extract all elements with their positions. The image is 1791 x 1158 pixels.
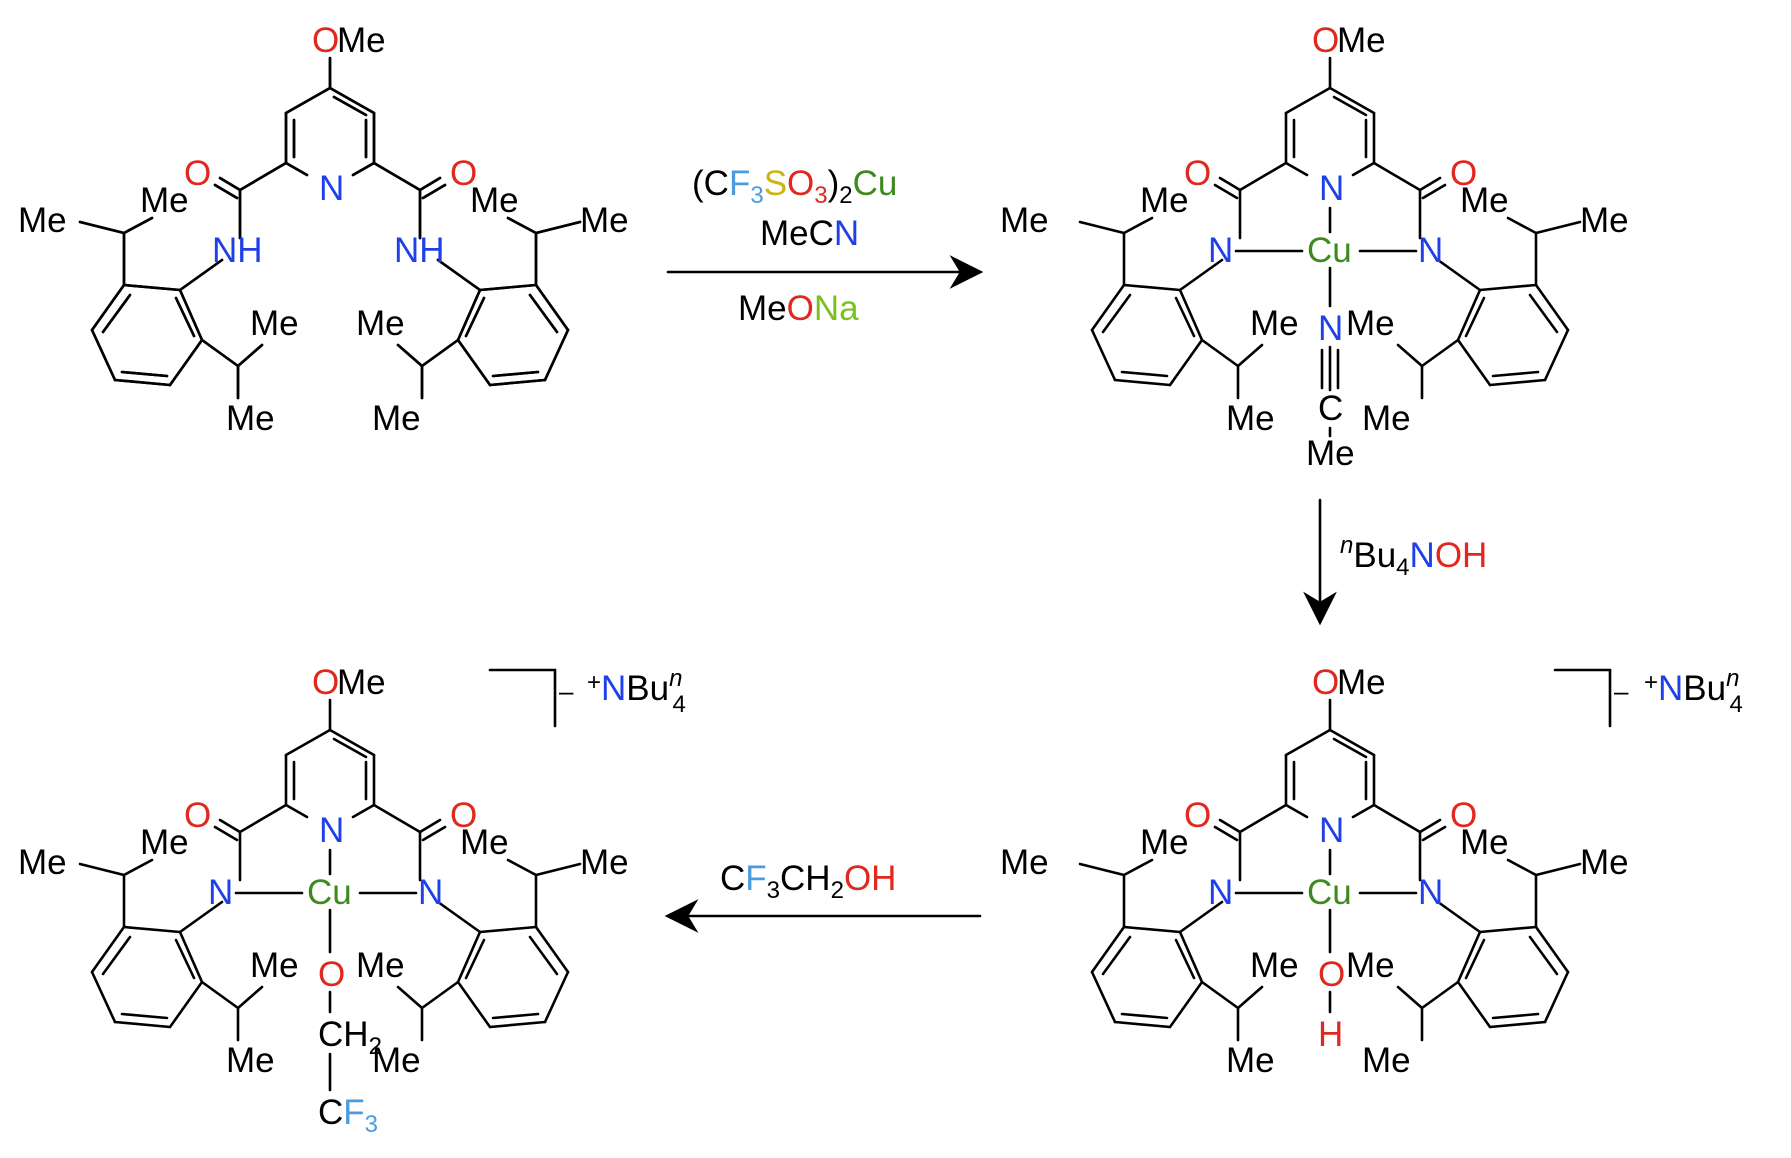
atom-O-carbonyl-left: O — [1184, 796, 1211, 835]
methyl-label: Me — [1337, 21, 1386, 60]
atom-O-carbonyl-left: O — [184, 796, 211, 835]
reagent-acetonitrile: MeCN — [760, 214, 859, 253]
methyl-label: Me — [1250, 304, 1299, 343]
copper-center: Cu — [307, 873, 352, 912]
atom-O: O — [1312, 21, 1339, 60]
methyl-label: Me — [250, 946, 299, 985]
methyl-label: Me — [140, 181, 189, 220]
trifluoromethyl-label: CF3 — [318, 1093, 378, 1138]
methyl-label: Me — [1140, 181, 1189, 220]
methyl-label: Me — [18, 201, 67, 240]
atom-C-nitrile: C — [1318, 389, 1343, 428]
methyl-label: Me — [1460, 823, 1509, 862]
cu-hydroxide-complex: O Me N O O N N Cu O H Me Me Me Me Me Me … — [1000, 663, 1743, 1080]
methyl-label: Me — [1250, 946, 1299, 985]
methyl-label: Me — [580, 201, 629, 240]
atom-O-hydroxide: O — [1318, 955, 1345, 994]
copper-center: Cu — [1307, 231, 1352, 270]
methyl-label: Me — [1580, 201, 1629, 240]
atom-H-hydroxide: H — [1318, 1015, 1343, 1054]
methyl-label: Me — [1226, 399, 1275, 438]
atom-O-carbonyl-right: O — [1450, 796, 1477, 835]
atom-O-carbonyl-left: O — [184, 154, 211, 193]
ligand-molecule: O Me N O O NH NH Me Me Me Me Me Me Me Me — [18, 21, 629, 438]
methyl-label: Me — [1346, 304, 1395, 343]
methyl-label: Me — [1000, 843, 1049, 882]
methyl-label: Me — [1000, 201, 1049, 240]
atom-N-pyridine: N — [1319, 811, 1344, 850]
atom-N-pyridine: N — [319, 169, 344, 208]
amide-N-right: N — [1418, 873, 1443, 912]
amide-N-left: N — [208, 873, 233, 912]
methyl-label: Me — [226, 399, 275, 438]
atom-N-pyridine: N — [1319, 169, 1344, 208]
atom-N-pyridine: N — [319, 811, 344, 850]
methyl-label: Me — [356, 946, 405, 985]
anion-bracket — [488, 668, 557, 728]
methyl-label: Me — [1140, 823, 1189, 862]
amide-NH-right: NH — [394, 231, 445, 270]
methyl-label: Me — [1580, 843, 1629, 882]
anion-bracket — [1553, 668, 1612, 728]
charge-sign: – — [1614, 676, 1629, 706]
copper-center: Cu — [1307, 873, 1352, 912]
methyl-label: Me — [1306, 434, 1355, 473]
methyl-label: Me — [580, 843, 629, 882]
methyl-label: Me — [337, 21, 386, 60]
reagent-tbaoh: nBu4NOH — [1340, 532, 1487, 581]
methyl-label: Me — [1460, 181, 1509, 220]
methyl-label: Me — [337, 663, 386, 702]
methyl-label: Me — [372, 399, 421, 438]
charge-sign: – — [559, 676, 574, 706]
amide-N-left: N — [1208, 873, 1233, 912]
methyl-label: Me — [372, 1041, 421, 1080]
atom-O-alkoxide: O — [318, 955, 345, 994]
cu-acetonitrile-complex: O Me N O O N N Cu N C Me Me Me Me Me Me … — [1000, 21, 1629, 473]
methyl-label: Me — [1226, 1041, 1275, 1080]
amide-N-left: N — [1208, 231, 1233, 270]
atom-O: O — [312, 21, 339, 60]
methyl-label: Me — [250, 304, 299, 343]
methylene-label: CH2 — [318, 1015, 382, 1060]
atom-O: O — [312, 663, 339, 702]
methyl-label: Me — [1337, 663, 1386, 702]
atom-O-carbonyl-right: O — [450, 796, 477, 835]
methyl-label: Me — [470, 181, 519, 220]
reagent-sodium-methoxide: MeONa — [738, 289, 859, 328]
cu-trifluoroethoxide-complex: O Me N O O N N Cu O CH2 CF3 Me Me Me Me … — [18, 663, 686, 1138]
reagent-copper-triflate: (CF3SO3)2Cu — [692, 164, 897, 209]
atom-O: O — [1312, 663, 1339, 702]
atom-O-carbonyl-right: O — [1450, 154, 1477, 193]
methyl-label: Me — [140, 823, 189, 862]
methyl-label: Me — [1346, 946, 1395, 985]
amide-NH-left: NH — [212, 231, 263, 270]
methyl-label: Me — [1362, 399, 1411, 438]
reagent-trifluoroethanol: CF3CH2OH — [720, 859, 896, 904]
atom-O-carbonyl-left: O — [1184, 154, 1211, 193]
atom-N-nitrile: N — [1318, 309, 1343, 348]
methyl-label: Me — [18, 843, 67, 882]
amide-N-right: N — [418, 873, 443, 912]
methyl-label: Me — [226, 1041, 275, 1080]
atom-O-carbonyl-right: O — [450, 154, 477, 193]
methyl-label: Me — [1362, 1041, 1411, 1080]
methyl-label: Me — [356, 304, 405, 343]
amide-N-right: N — [1418, 231, 1443, 270]
methyl-label: Me — [460, 823, 509, 862]
